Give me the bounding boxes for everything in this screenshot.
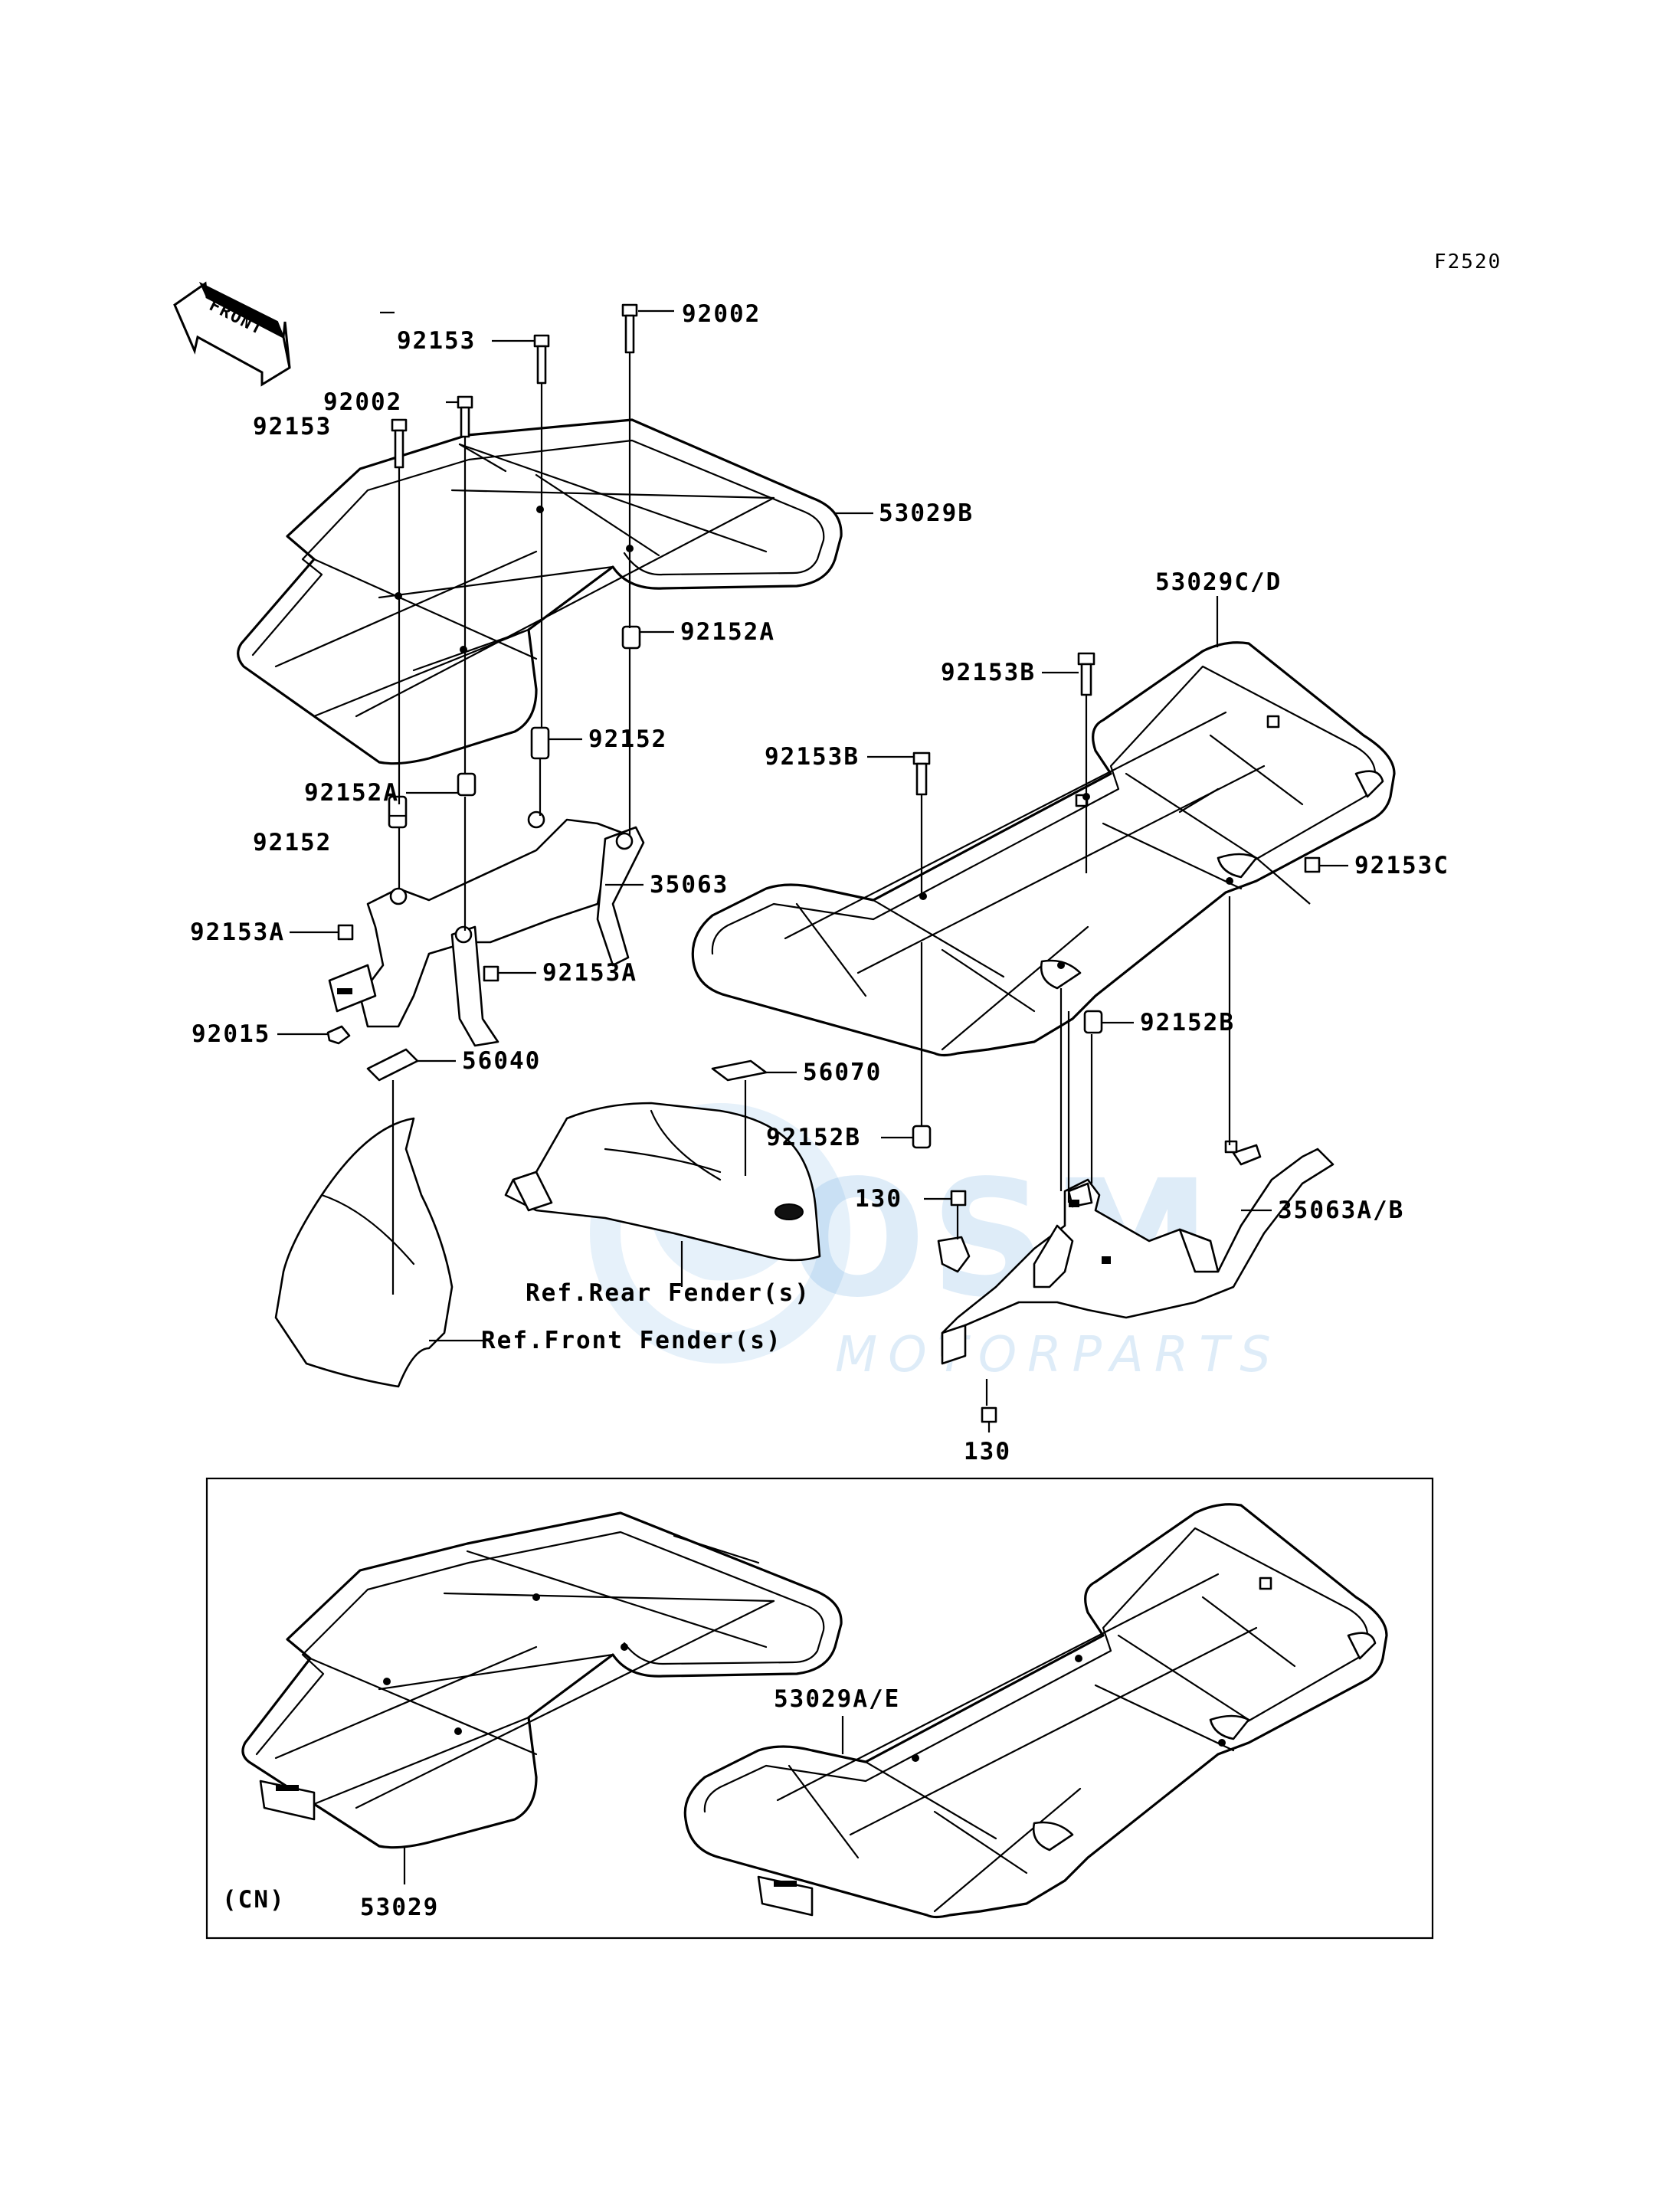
callout-92152A-right: 92152A: [680, 618, 775, 646]
callout-92002-left: 92002: [323, 388, 402, 416]
callout-92152A-left: 92152A: [304, 779, 399, 807]
inset-rear-carrier-53029AE: [683, 1503, 1388, 1919]
callout-92015: 92015: [192, 1020, 270, 1048]
rear-carrier-53029CD: [691, 641, 1396, 1057]
callout-92153C: 92153C: [1354, 852, 1449, 879]
ref-rear-fender: Ref.Rear Fender(s): [526, 1279, 811, 1307]
leader-lines: [867, 596, 1348, 1432]
callout-92002-top: 92002: [682, 300, 761, 328]
callout-92153B-top: 92153B: [941, 659, 1036, 686]
callout-92153-top: 92153: [397, 327, 476, 355]
bolt-icon: [337, 924, 354, 941]
callout-92152B-left: 92152B: [766, 1124, 861, 1151]
callout-92152-mid: 92152: [588, 725, 667, 753]
callout-130-bottom: 130: [964, 1438, 1011, 1465]
rear-fender-ref: [504, 1059, 821, 1287]
callout-56040: 56040: [462, 1047, 541, 1075]
callout-53029CD: 53029C/D: [1155, 568, 1282, 596]
callout-92152B-right: 92152B: [1140, 1009, 1235, 1036]
ref-front-fender: Ref.Front Fender(s): [481, 1327, 782, 1354]
callout-130-top: 130: [855, 1185, 902, 1213]
front-carrier-53029B: [237, 418, 843, 765]
bolt-icon: [483, 965, 499, 982]
callout-53029B: 53029B: [879, 499, 974, 527]
callout-92153B-left: 92153B: [765, 743, 860, 771]
callout-92153A-left: 92153A: [190, 918, 285, 946]
front-arrow-icon: FRONT: [173, 281, 291, 387]
callout-56070: 56070: [803, 1059, 882, 1086]
leader-lines: [277, 309, 873, 1036]
rear-bracket-35063AB: [937, 1140, 1335, 1365]
inset-region-cn: (CN): [222, 1886, 286, 1914]
front-bracket-35063: [328, 810, 645, 1047]
spacer-icon: [388, 625, 641, 829]
callout-53029: 53029: [360, 1894, 439, 1921]
callout-35063AB: 35063A/B: [1278, 1197, 1404, 1224]
front-fender-ref: [274, 1048, 483, 1388]
callout-92152-left: 92152: [253, 829, 332, 856]
watermark-sub: MOTORPARTS: [835, 1327, 1282, 1383]
nut-icon: [326, 1025, 351, 1045]
callout-53029AE: 53029A/E: [774, 1685, 900, 1713]
cn-inset-box: [205, 1477, 1434, 1940]
callout-92153A-right: 92153A: [542, 959, 637, 987]
inset-front-carrier-53029: [241, 1511, 843, 1884]
callout-labels: 92002 92153 92002 92153 53029B 92152A 92…: [190, 300, 1449, 1921]
callout-35063: 35063: [650, 871, 729, 899]
figure-code: F2520: [1434, 250, 1502, 273]
callout-92153-left: 92153: [253, 413, 332, 440]
